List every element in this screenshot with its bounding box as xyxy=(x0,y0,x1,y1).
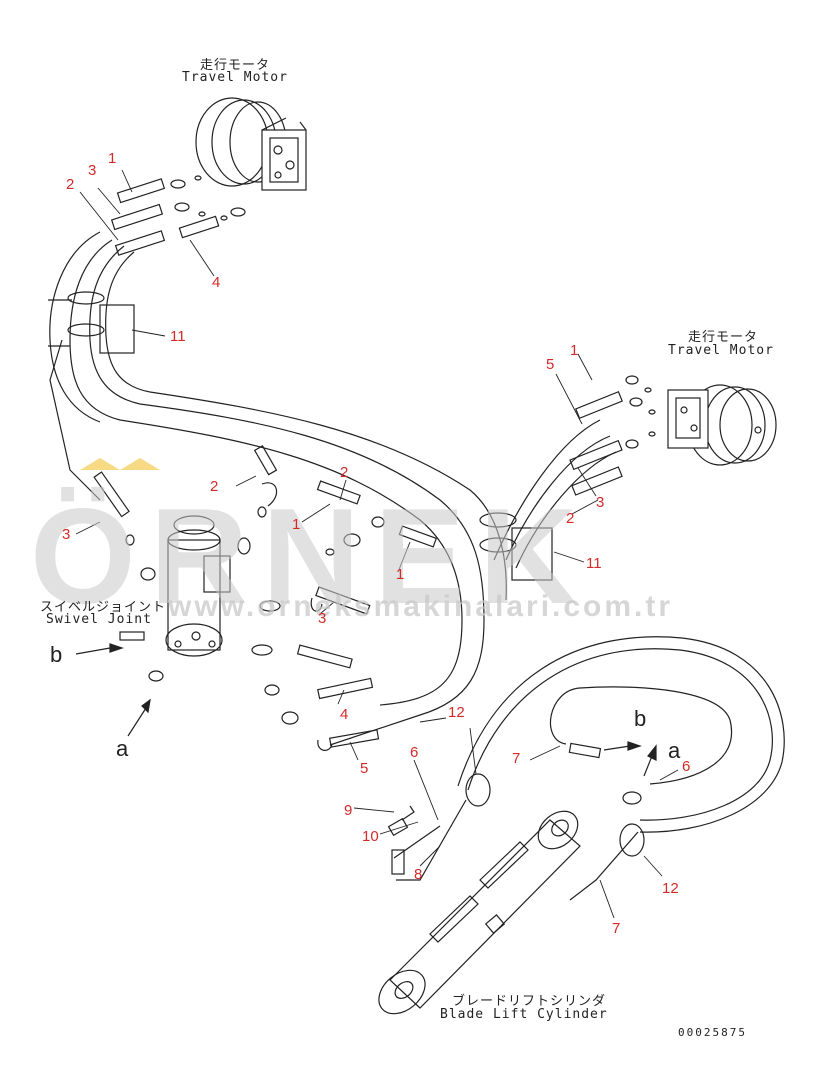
document-number: 00025875 xyxy=(678,1026,747,1039)
blade-cylinder-title-en: Blade Lift Cylinder xyxy=(440,1007,608,1022)
callout-7: 7 xyxy=(512,750,521,767)
travel-motor-right-title-en: Travel Motor xyxy=(668,343,774,358)
callout-2: 2 xyxy=(340,464,349,481)
right-fittings xyxy=(569,375,656,496)
top-fittings xyxy=(110,175,246,256)
view-letter-a-left: a xyxy=(116,736,129,761)
callout-7: 7 xyxy=(612,920,621,937)
watermark-brand: ÖRNEK xyxy=(30,480,592,632)
callout-5: 5 xyxy=(546,356,555,373)
clamp-top-left xyxy=(48,291,135,354)
lift-cylinder-hoses xyxy=(396,636,785,901)
blade-lift-cylinder xyxy=(378,810,581,1015)
callout-1: 1 xyxy=(570,342,579,359)
travel-motor-top-title-en: Travel Motor xyxy=(182,70,288,85)
view-letter-a-right: a xyxy=(668,738,681,763)
callout-6: 6 xyxy=(410,744,419,761)
callout-8: 8 xyxy=(414,866,423,883)
callout-12: 12 xyxy=(448,704,465,721)
blade-cylinder-title-jp: ブレードリフトシリンダ xyxy=(452,994,607,1009)
travel-motor-top xyxy=(195,97,307,191)
swivel-fittings xyxy=(93,445,438,751)
callout-4: 4 xyxy=(340,706,349,723)
swivel-joint-title-en: Swivel Joint xyxy=(46,612,152,627)
bolt-and-washer xyxy=(387,805,441,875)
swivel-joint-title-jp: スイベルジョイント xyxy=(40,600,167,615)
callout-10: 10 xyxy=(362,828,379,845)
callout-6: 6 xyxy=(682,758,691,775)
watermark-url: www.orneksmakinalari.com.tr xyxy=(168,590,674,623)
callout-3: 3 xyxy=(62,526,71,543)
swivel-joint xyxy=(165,515,231,657)
callout-1: 1 xyxy=(292,516,301,533)
main-hose-bundle xyxy=(49,231,617,746)
callout-2: 2 xyxy=(210,478,219,495)
callout-4: 4 xyxy=(212,274,221,291)
callout-11: 11 xyxy=(170,328,186,345)
callout-2: 2 xyxy=(566,510,575,527)
view-letter-b-left: b xyxy=(50,642,63,667)
callout-11: 11 xyxy=(586,555,602,572)
travel-motor-top-title-jp: 走行モータ xyxy=(200,58,271,73)
callout-3: 3 xyxy=(596,494,605,511)
callout-1: 1 xyxy=(396,566,405,583)
callout-9: 9 xyxy=(344,802,353,819)
view-letter-b-right: b xyxy=(634,706,647,731)
callout-1: 1 xyxy=(108,150,117,167)
callout-5: 5 xyxy=(360,760,369,777)
travel-motor-right xyxy=(667,384,777,466)
callout-3: 3 xyxy=(318,610,327,627)
clamp-right xyxy=(479,512,553,581)
callout-2: 2 xyxy=(66,176,75,193)
callout-3: 3 xyxy=(88,162,97,179)
callout-12: 12 xyxy=(662,880,679,897)
view-arrows xyxy=(75,643,657,777)
leader-lines xyxy=(75,169,679,919)
travel-motor-right-title-jp: 走行モータ xyxy=(688,330,759,345)
